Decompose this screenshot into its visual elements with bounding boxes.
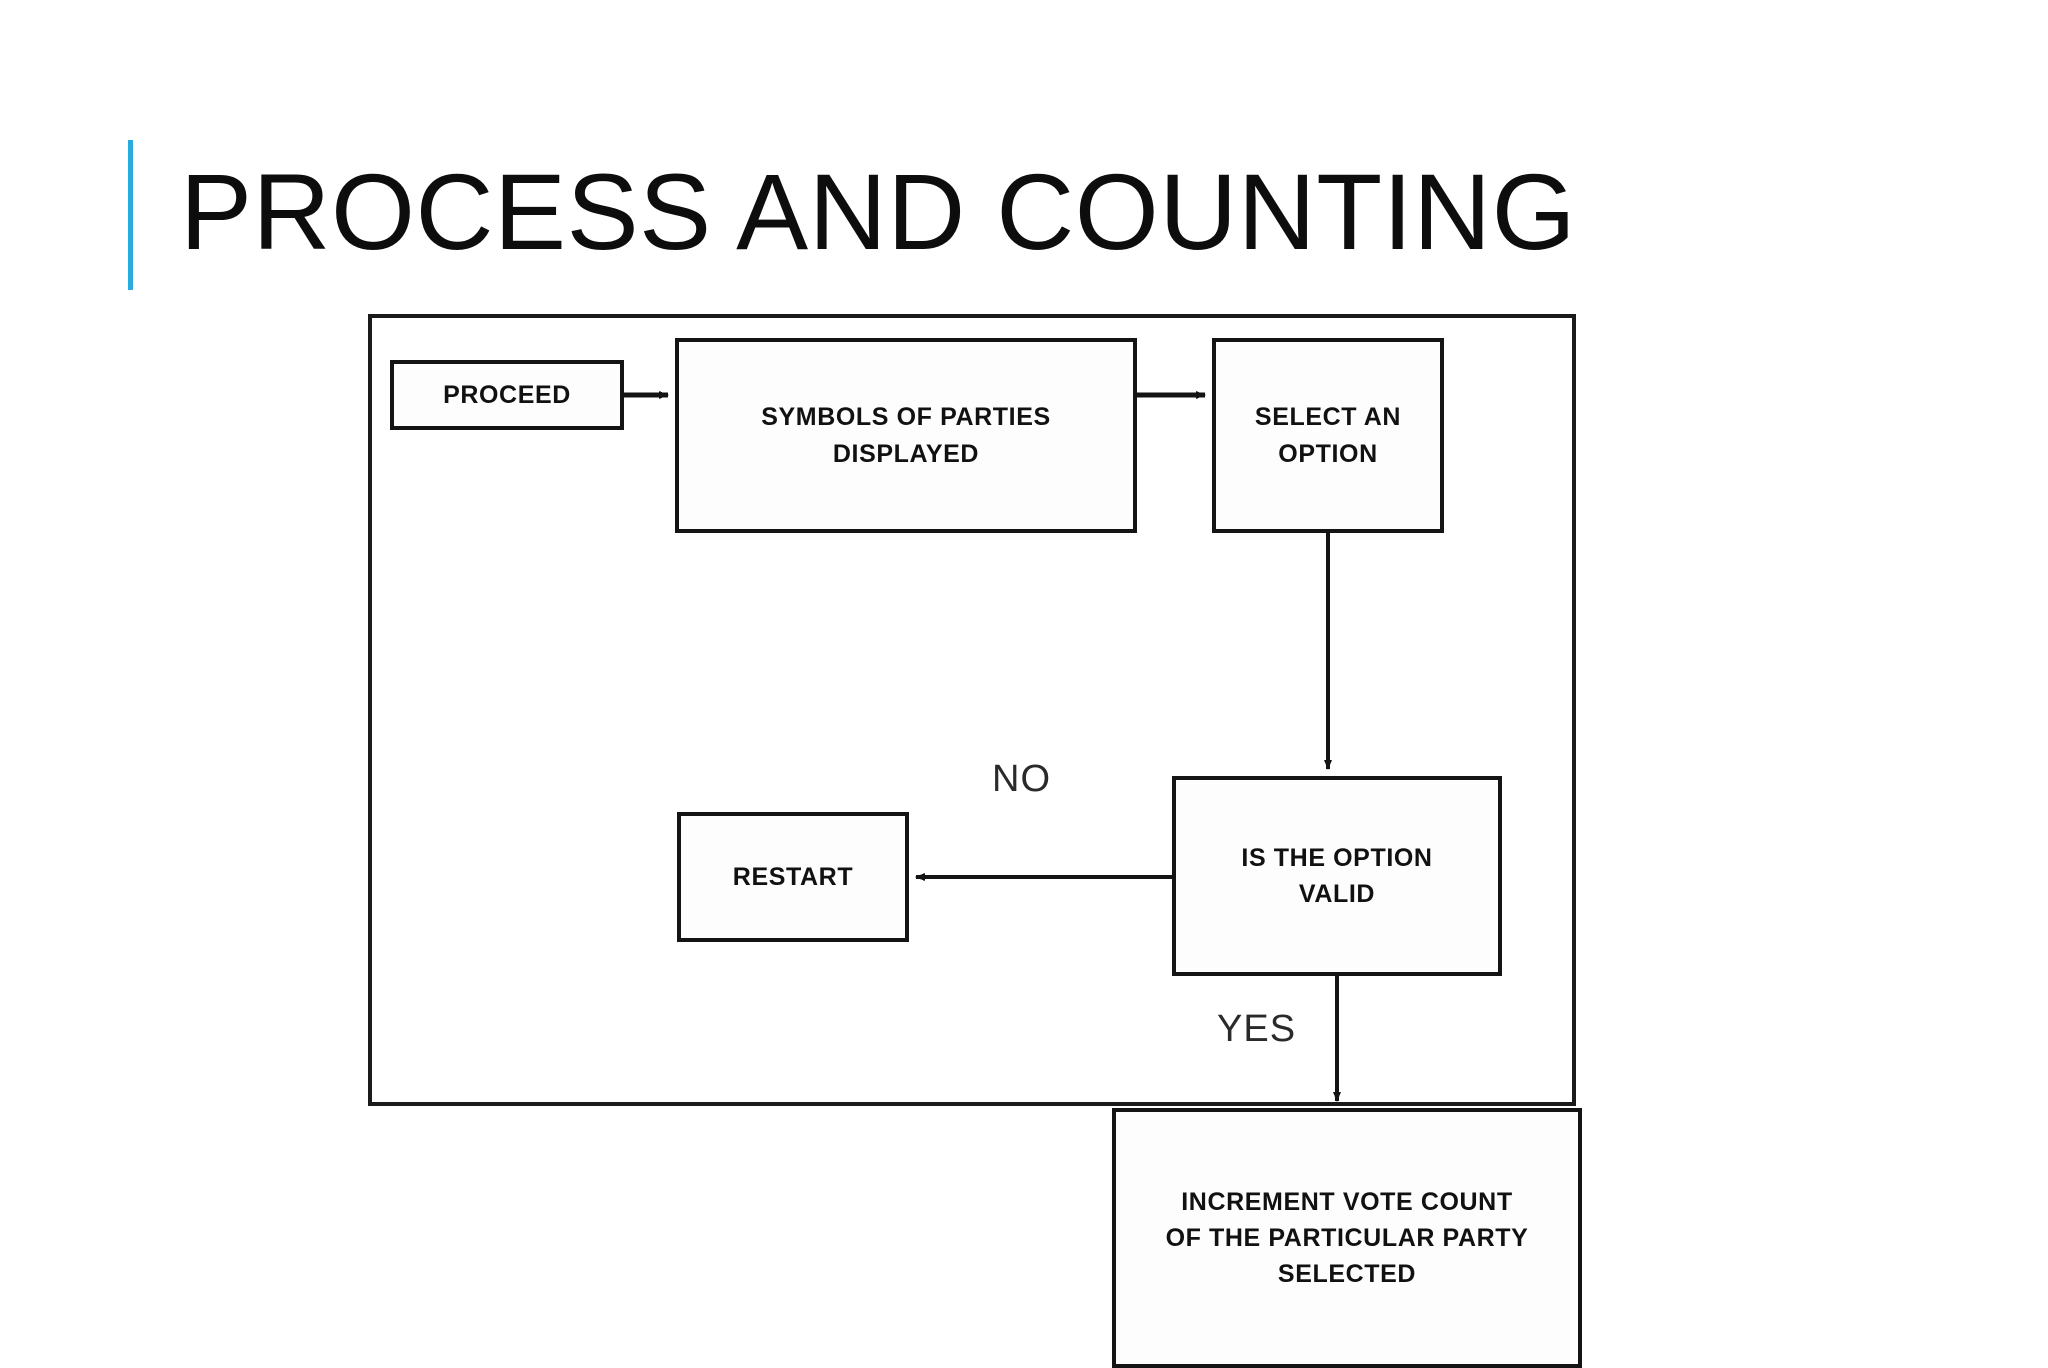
- flowchart-node-is-option-valid[interactable]: IS THE OPTION VALID: [1172, 776, 1502, 976]
- node-proceed-label: PROCEED: [443, 380, 571, 409]
- flowchart-node-increment-vote-count[interactable]: INCREMENT VOTE COUNT OF THE PARTICULAR P…: [1112, 1108, 1582, 1368]
- node-increment-line1: INCREMENT VOTE COUNT: [1181, 1187, 1513, 1216]
- node-increment-line3: SELECTED: [1277, 1260, 1417, 1289]
- flowchart-node-proceed[interactable]: PROCEED: [390, 360, 624, 430]
- node-valid-line1: IS THE OPTION: [1241, 843, 1433, 872]
- title-accent-bar: [128, 140, 133, 290]
- node-select-line1: SELECT AN: [1254, 403, 1402, 432]
- flowchart-node-symbols-displayed[interactable]: SYMBOLS OF PARTIES DISPLAYED: [675, 338, 1137, 533]
- flowchart-node-restart[interactable]: RESTART: [677, 812, 909, 942]
- slide-canvas: PROCESS AND COUNTING PROCEED: [128, 140, 1582, 1368]
- node-symbols-line1: SYMBOLS OF PARTIES: [761, 403, 1051, 432]
- node-select-label: SELECT AN OPTION: [1222, 399, 1434, 472]
- node-select-line2: OPTION: [1278, 439, 1378, 468]
- page-title: PROCESS AND COUNTING: [180, 151, 1577, 272]
- edge-label-yes: YES: [1217, 1008, 1297, 1050]
- flowchart-connectors: [624, 391, 1341, 1102]
- flowchart-figure: PROCEED SYMBOLS OF PARTIES DISPLAYED SEL…: [368, 314, 1582, 1368]
- node-increment-label: INCREMENT VOTE COUNT OF THE PARTICULAR P…: [1122, 1184, 1572, 1293]
- node-symbols-label: SYMBOLS OF PARTIES DISPLAYED: [685, 399, 1127, 472]
- node-increment-line2: OF THE PARTICULAR PARTY: [1165, 1223, 1529, 1252]
- edge-label-no: NO: [992, 758, 1051, 800]
- node-symbols-line2: DISPLAYED: [832, 439, 980, 468]
- node-valid-label: IS THE OPTION VALID: [1182, 840, 1492, 913]
- node-valid-line2: VALID: [1298, 880, 1376, 908]
- flowchart-node-select-option[interactable]: SELECT AN OPTION: [1212, 338, 1444, 533]
- node-restart-label: RESTART: [732, 862, 854, 891]
